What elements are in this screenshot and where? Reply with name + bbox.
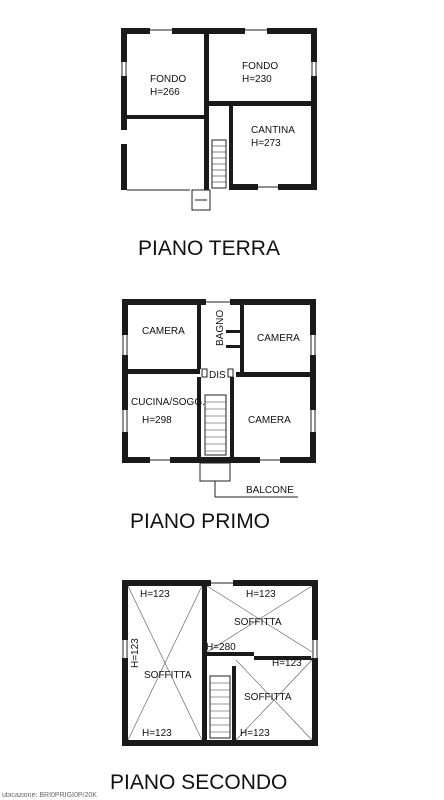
room-label: DIS: [209, 370, 226, 381]
room-label: SOFFITTA: [234, 617, 282, 628]
room-height: H=230: [242, 74, 272, 85]
floor-plan-piano-terra: FONDO H=266 FONDO H=230 CANTINA H=273 PI…: [120, 27, 318, 260]
room-label: CUCINA/SOGG.: [131, 397, 205, 408]
balcony-label: BALCONE: [246, 485, 294, 496]
staircase-piano-secondo: [209, 675, 231, 739]
floor-title: PIANO SECONDO: [110, 771, 287, 794]
room-height: H=298: [142, 415, 172, 426]
room-height: H=123: [246, 589, 276, 600]
floor-plan-piano-secondo: H=123 H=123 H=123 H=123 H=123 H=123 H=28…: [110, 579, 319, 794]
balcony: [199, 462, 298, 498]
room-label: CAMERA: [248, 415, 291, 426]
room-label: CAMERA: [257, 333, 300, 344]
room-label-vertical: BAGNO: [215, 310, 226, 346]
room-height: H=123: [240, 728, 270, 739]
room-height: H=123: [140, 589, 170, 600]
room-height: H=273: [251, 138, 281, 149]
room-label: FONDO: [242, 61, 278, 72]
room-label: SOFFITTA: [244, 692, 292, 703]
room-label: FONDO: [150, 74, 186, 85]
room-label: CAMERA: [142, 326, 185, 337]
room-label: CANTINA: [251, 125, 295, 136]
room-height: H=266: [150, 87, 180, 98]
room-height: H=280: [206, 642, 236, 653]
floor-title: PIANO PRIMO: [130, 510, 270, 533]
floor-plan-piano-primo: CAMERA BAGNO CAMERA DIS CUCINA/SOGG. H=2…: [121, 298, 317, 533]
room-label: SOFFITTA: [144, 670, 192, 681]
footer-reference: ubicazione: BRI0PRIGI0P/20K: [2, 792, 97, 799]
floor-title: PIANO TERRA: [138, 237, 280, 260]
room-height-vertical: H=123: [130, 638, 141, 668]
room-height: H=123: [142, 728, 172, 739]
room-height: H=123: [272, 658, 302, 669]
staircase-piano-terra: [211, 139, 227, 189]
staircase-piano-primo: [204, 394, 227, 456]
